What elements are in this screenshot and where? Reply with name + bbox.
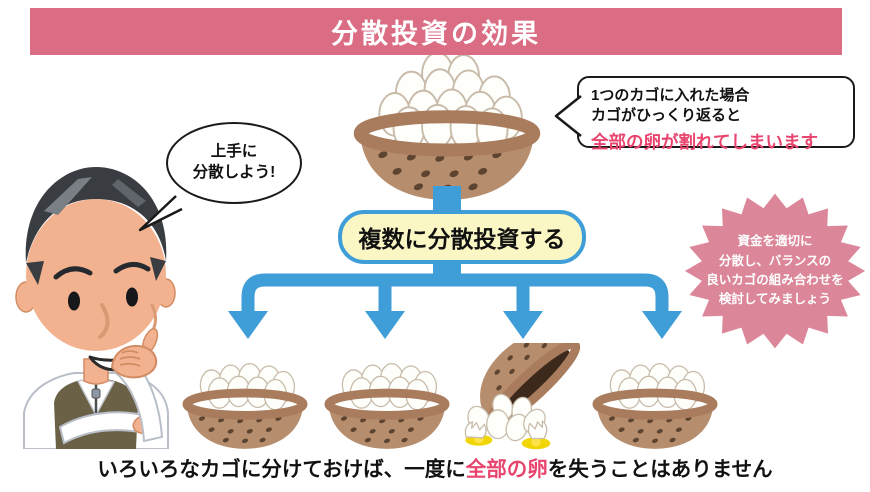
broken-egg-icon [521,420,551,450]
single-basket-full-of-eggs-illustration [352,55,542,207]
caption-pre: いろいろなカゴに分けておけば、一度に [97,458,466,481]
speech-bubble-tail-icon [138,195,183,232]
page-title: 分散投資の効果 [331,19,541,49]
small-basket-with-eggs-2 [323,362,451,452]
callout-line-2: カゴがひっくり返ると [591,107,742,125]
starburst-line-3: 良いカゴの組み合わせを [706,273,844,287]
single-basket-callout: 1つのカゴに入れた場合 カゴがひっくり返ると 全部の卵が割れてしまいます [577,76,855,152]
small-basket-with-eggs-1 [181,362,309,452]
advisor-arms [58,327,164,445]
down-arrow-icon [365,311,405,339]
title-banner: 分散投資の効果 [30,8,842,55]
callout-highlight-line: 全部の卵が割れてしまいます [591,131,818,152]
diversify-action-box: 複数に分散投資する [338,210,586,264]
callout-line-1: 1つのカゴに入れた場合 [591,87,750,104]
callout-tail-icon [554,95,582,137]
caption-highlight: 全部の卵 [465,458,548,481]
starburst-icon [684,193,866,349]
bottom-caption: いろいろなカゴに分けておけば、一度に全部の卵を失うことはありません [0,452,870,482]
starburst-line-4: 検討してみましょう [718,292,832,307]
advisor-head [15,167,176,372]
flow-connector-top [433,186,461,212]
tipped-basket-broken-eggs [455,343,590,450]
down-arrow-icon [503,311,543,339]
advice-starburst: 資金を適切に 分散し、バランスの 良いカゴの組み合わせを 検討してみましょう [683,192,867,350]
advisor-illustration [15,167,176,449]
down-arrow-icon [642,311,682,339]
broken-egg-icon [464,421,493,446]
caption-post: を失うことはありません [547,458,773,481]
advisor-speech-bubble: 上手に 分散しよう! [166,122,302,204]
diversify-action-label: 複数に分散投資する [358,226,566,252]
bubble-line-2: 分散しよう! [192,164,276,181]
starburst-text: 資金を適切に 分散し、バランスの 良いカゴの組み合わせを 検討してみましょう [683,192,867,350]
starburst-line-2: 分散し、バランスの [718,253,832,268]
starburst-line-1: 資金を適切に [737,234,813,249]
branch-arrows [228,253,682,339]
small-basket-with-eggs-3 [591,362,719,452]
bubble-line-1: 上手に [210,143,258,161]
down-arrow-icon [228,311,268,339]
